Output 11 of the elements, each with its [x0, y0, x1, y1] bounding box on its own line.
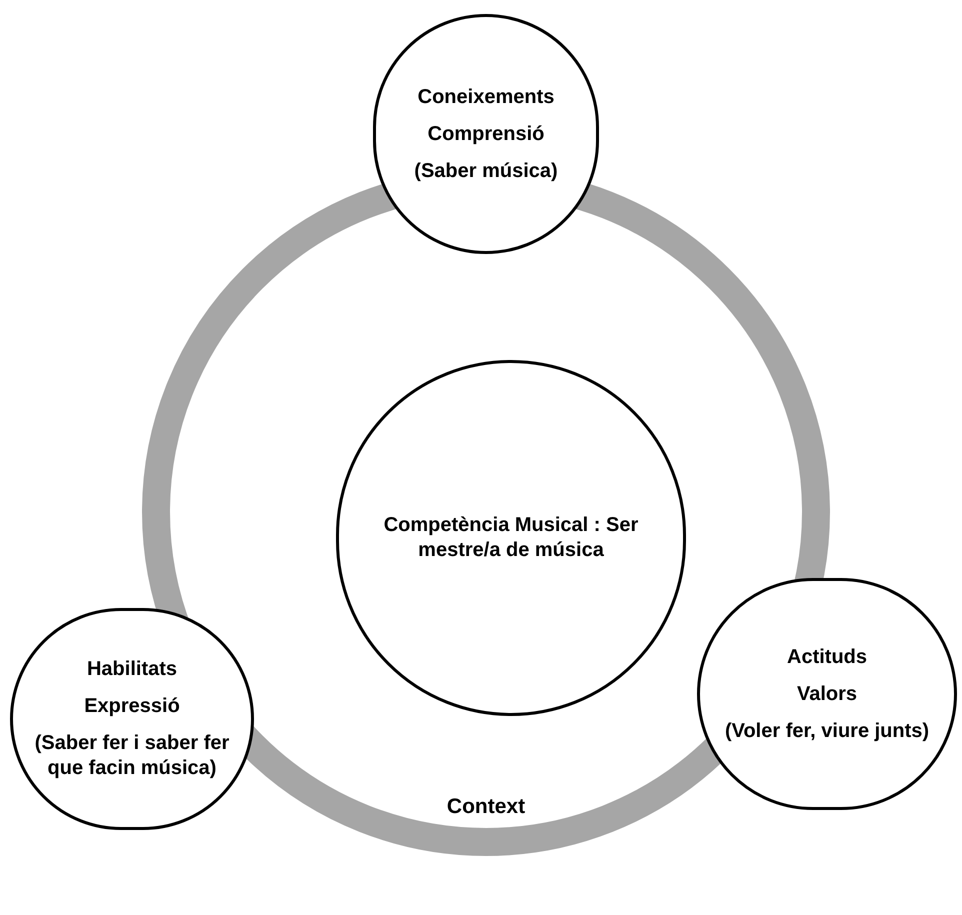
node-text: Expressió — [84, 694, 180, 719]
context-label: Context — [446, 794, 526, 820]
node-text: (Saber fer i saber fer que facin música) — [34, 731, 230, 781]
node-text: Coneixements — [418, 84, 554, 110]
node-text: Competència Musical : Ser mestre/a de música — [382, 513, 640, 563]
node-text: Valors — [796, 682, 858, 706]
node-text: Comprensió — [428, 122, 544, 146]
node-text: Habilitats — [86, 657, 178, 682]
node-text: (Voler fer, viure junts) — [724, 718, 930, 744]
node-text: Actituds — [787, 644, 867, 670]
node-text: (Saber música) — [414, 158, 558, 184]
